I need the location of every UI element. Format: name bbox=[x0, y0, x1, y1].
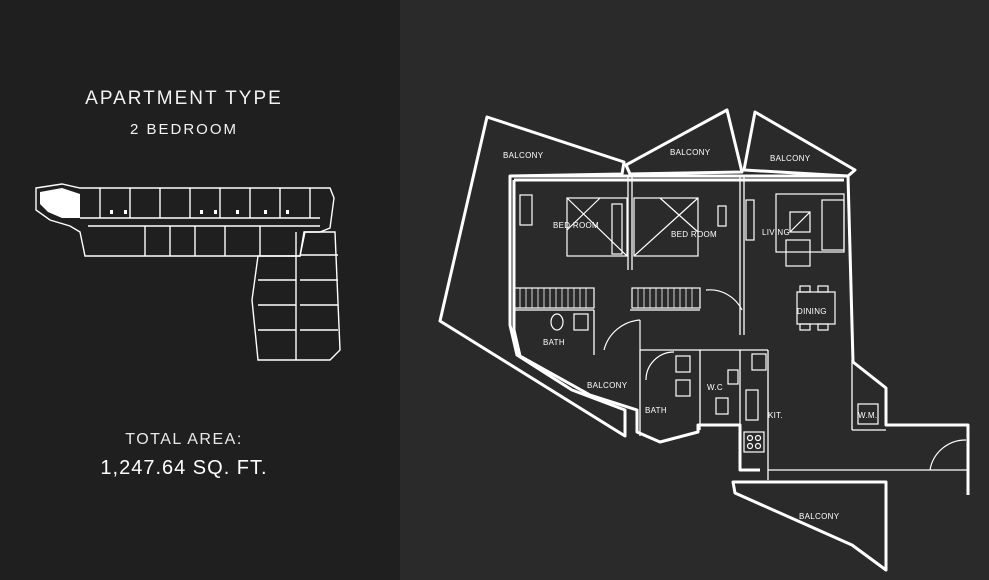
total-area-label: TOTAL AREA: bbox=[125, 431, 243, 448]
total-area-value: 1,247.64 SQ. FT. bbox=[100, 457, 268, 479]
label-balcony-left: BALCONY bbox=[503, 151, 544, 160]
balcony-bottom-outline bbox=[731, 480, 888, 572]
washing-machine bbox=[857, 403, 879, 425]
label-bath-2: BATH bbox=[645, 406, 667, 415]
label-wc: W.C bbox=[707, 383, 723, 392]
balcony-right-outline bbox=[742, 110, 857, 178]
label-wm: W.M. bbox=[858, 411, 877, 420]
building-key-plan bbox=[35, 183, 341, 361]
label-bedroom-2: BED ROOM bbox=[671, 230, 717, 239]
toilet-wc bbox=[715, 397, 729, 415]
balcony-mid-outline bbox=[624, 108, 744, 176]
label-kitchen: KIT. bbox=[768, 411, 783, 420]
label-balcony-small: BALCONY bbox=[587, 381, 628, 390]
stove bbox=[743, 431, 765, 453]
bed-1 bbox=[566, 197, 628, 257]
label-bedroom-1: BED ROOM bbox=[553, 221, 599, 230]
apartment-outer-wall bbox=[510, 174, 970, 495]
label-balcony-mid: BALCONY bbox=[670, 148, 711, 157]
bedroom-count-subtitle: 2 BEDROOM bbox=[129, 121, 238, 138]
apartment-type-title: APARTMENT TYPE bbox=[85, 88, 283, 109]
armchair bbox=[785, 239, 811, 267]
label-dining: DINING bbox=[797, 307, 827, 316]
label-living: LIVING bbox=[762, 228, 790, 237]
label-balcony-bottom: BALCONY bbox=[799, 512, 840, 521]
highlighted-unit bbox=[40, 188, 80, 218]
balcony-left-outline bbox=[438, 115, 627, 438]
label-balcony-right: BALCONY bbox=[770, 154, 811, 163]
floor-plan-panel bbox=[400, 0, 989, 580]
toilet-1 bbox=[550, 313, 564, 331]
wash-basin-1 bbox=[573, 313, 589, 331]
bed-2 bbox=[633, 197, 699, 257]
label-bath-1: BATH bbox=[543, 338, 565, 347]
info-panel bbox=[0, 0, 400, 580]
dining-table bbox=[796, 291, 836, 325]
